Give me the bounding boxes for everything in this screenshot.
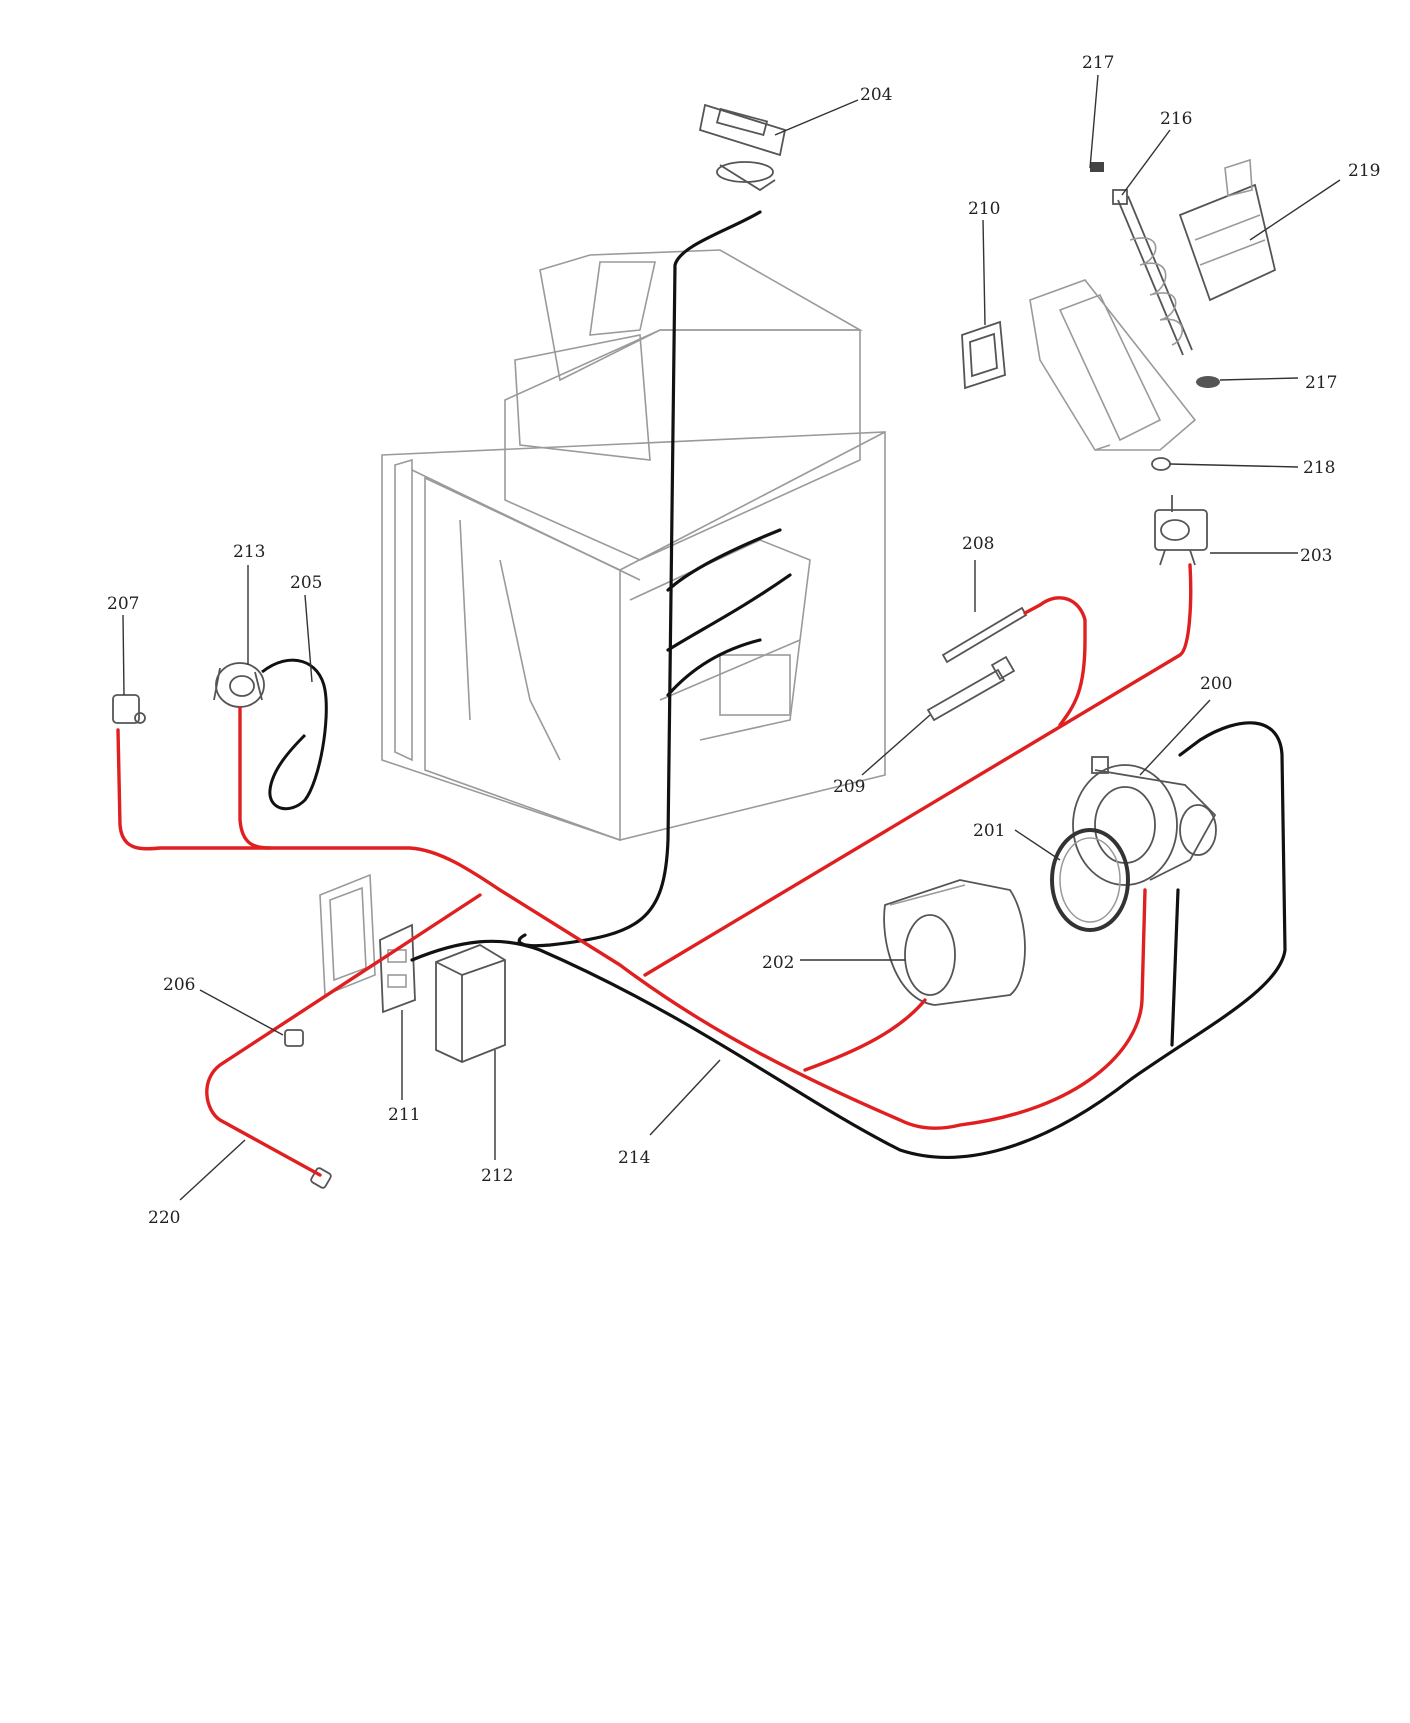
black-wiring: [410, 210, 1287, 1159]
auger-motor-203: [1154, 495, 1208, 566]
cord-205: [261, 658, 328, 811]
label-206: 206: [163, 975, 195, 995]
label-207: 207: [107, 594, 139, 614]
combustion-blower-200: [1072, 756, 1217, 886]
rod-208: [941, 606, 1028, 664]
gasket-ring-201: [1050, 828, 1130, 932]
label-204: 204: [860, 85, 892, 105]
stove-body: [381, 249, 886, 842]
cover-panel: [319, 873, 376, 997]
label-220: 220: [148, 1208, 180, 1228]
gasket-210: [961, 320, 1006, 390]
label-205: 205: [290, 573, 322, 593]
label-214: 214: [618, 1148, 650, 1168]
label-218: 218: [1303, 458, 1335, 478]
red-wiring: [116, 563, 1193, 1177]
part-206: [284, 1029, 304, 1047]
igniter-209: [926, 655, 1016, 722]
label-202: 202: [762, 953, 794, 973]
part-218: [1151, 457, 1171, 471]
label-209: 209: [833, 777, 865, 797]
label-217a: 217: [1082, 53, 1114, 73]
label-219: 219: [1348, 161, 1380, 181]
label-211: 211: [388, 1105, 420, 1125]
label-210: 210: [968, 199, 1000, 219]
leader-lines: [122, 74, 1341, 1201]
plug-220: [310, 1167, 332, 1189]
label-203: 203: [1300, 546, 1332, 566]
bracket-219: [1178, 158, 1277, 302]
label-217b: 217: [1305, 373, 1337, 393]
control-panel-204: [698, 103, 787, 192]
auger-housing: [1029, 279, 1197, 451]
auger-216: [1112, 189, 1193, 356]
plate-211: [379, 923, 416, 1014]
label-213: 213: [233, 542, 265, 562]
label-208: 208: [962, 534, 994, 554]
convection-blower-202: [883, 879, 1026, 1006]
label-216: 216: [1160, 109, 1192, 129]
motor-213: [213, 662, 265, 708]
part-labels: 204 217 216 219 210 217 218 203 208 209 …: [107, 53, 1380, 1228]
label-201: 201: [973, 821, 1005, 841]
switch-207: [112, 694, 146, 724]
control-box-212: [435, 944, 506, 1063]
spring-clip-217b: [1196, 376, 1220, 388]
label-200: 200: [1200, 674, 1232, 694]
spring-clip-217a: [1090, 162, 1104, 172]
label-212: 212: [481, 1166, 513, 1186]
